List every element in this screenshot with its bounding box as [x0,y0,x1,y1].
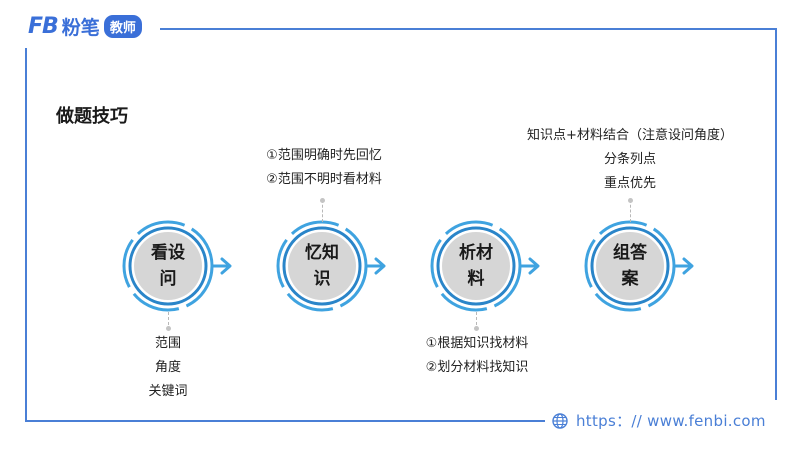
globe-icon [552,412,568,429]
connector-dot-question [166,326,171,331]
connector-dot-recall [320,198,325,203]
logo-mark: FB [28,13,59,39]
step-1-circle [122,220,232,312]
note-answer-line-2: 分条列点 [603,152,656,167]
note-answer-line-1: 知识点+材料结合（注意设问角度） [527,128,733,143]
note-question-line-1: 范围 [154,336,181,351]
step-3-circle [430,220,540,312]
note-recall-line-1: ①范围明确时先回忆 [266,148,382,163]
fenbi-logo: FB 粉笔 教师 [28,12,142,40]
logo-name: 粉笔 [61,16,100,39]
note-analyze: ①根据知识找材料 ②划分材料找知识 [414,332,540,380]
note-answer: 知识点+材料结合（注意设问角度） 分条列点 重点优先 [520,124,740,196]
step-4-circle [584,220,694,312]
frame-top-line [160,28,776,30]
logo-badge: 教师 [103,14,142,38]
connector-analyze [476,312,477,330]
note-question-line-3: 关键词 [148,384,188,399]
note-recall-line-2: ②范围不明时看材料 [266,172,382,187]
frame-left-line [25,48,27,420]
connector-answer [630,200,631,222]
step-2-circle [276,220,386,312]
footer-url-text: https：// www.fenbi.com [576,412,766,430]
footer-url-link[interactable]: https：// www.fenbi.com [552,410,766,431]
step-1-label: 看设 问 [151,243,185,289]
connector-dot-answer [628,198,633,203]
step-2-label: 忆知 识 [305,243,339,289]
note-analyze-line-1: ①根据知识找材料 [425,336,529,351]
step-3-label: 析材 料 [459,243,493,289]
page-title: 做题技巧 [56,106,128,127]
frame-right-line [775,28,777,400]
note-answer-line-3: 重点优先 [603,176,656,191]
note-analyze-line-2: ②划分材料找知识 [425,360,529,375]
note-question-line-2: 角度 [154,360,181,375]
note-question: 范围 角度 关键词 [130,332,206,404]
connector-dot-analyze [474,326,479,331]
frame-bottom-line [25,420,545,422]
note-recall: ①范围明确时先回忆 ②范围不明时看材料 [246,144,402,192]
connector-recall [322,200,323,222]
connector-question [168,312,169,330]
step-4-label: 组答 案 [613,243,647,289]
